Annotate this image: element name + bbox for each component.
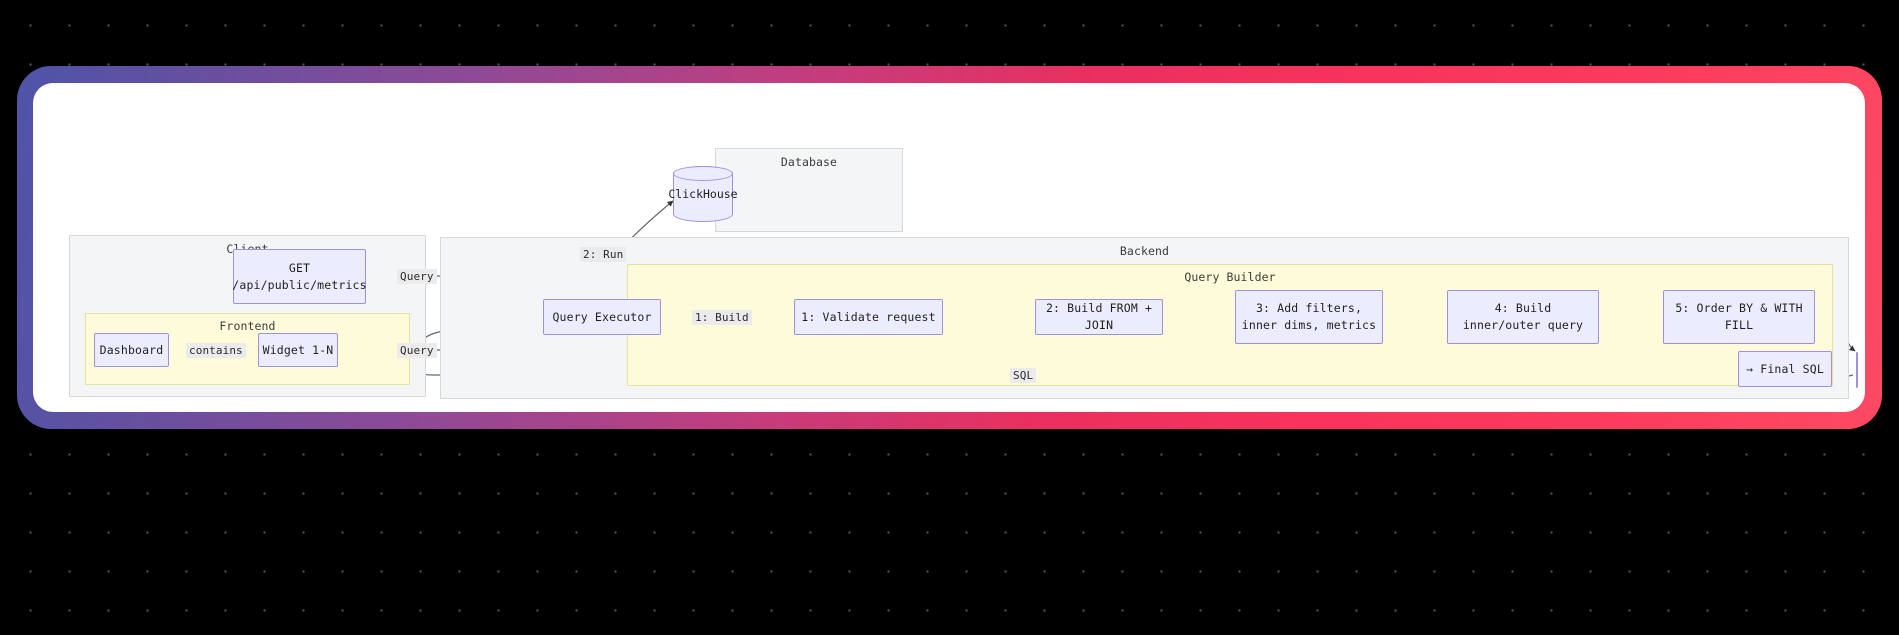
edge-label-query-widget: Query [397,343,437,359]
node-api-endpoint-method: GET [288,260,311,275]
node-query-executor-label: Query Executor [552,309,652,324]
node-final-sql-label: → Final SQL [1746,361,1824,376]
node-dashboard-label: Dashboard [99,342,164,357]
cluster-database: Database [715,148,903,232]
cluster-query-builder-label: Query Builder [1184,270,1276,284]
node-clickhouse[interactable]: ClickHouse [668,166,738,222]
edge-label-contains: contains [186,343,246,359]
node-final-sql[interactable] [1856,352,1858,388]
node-step-5-order-by-with-fill[interactable]: 5: Order BY & WITH FILL [1663,290,1815,344]
node-step-4-line2: inner/outer query [1462,318,1584,332]
node-query-executor[interactable]: Query Executor [543,299,661,335]
node-clickhouse-label: ClickHouse [668,187,738,201]
gradient-frame: Database Client Frontend Backend Query B… [17,66,1882,429]
node-step-2-build-from-join[interactable]: 2: Build FROM + JOIN [1035,299,1163,335]
edge-label-run: 2: Run [580,247,627,263]
cluster-backend-label: Backend [1119,244,1170,258]
node-step-5-line2: FILL [1724,318,1754,332]
node-step-1-label: 1: Validate request [801,309,936,324]
node-step-1-validate-request[interactable]: 1: Validate request [794,299,943,335]
cluster-database-label: Database [780,155,838,169]
edge-label-query-api: Query [397,269,437,285]
node-step-3-add-filters[interactable]: 3: Add filters, inner dims, metrics [1235,290,1383,344]
node-step-3-line1: 3: Add filters, [1255,301,1363,316]
node-widget[interactable]: Widget 1-N [258,333,338,367]
node-step-2-label: 2: Build FROM + JOIN [1045,301,1153,332]
node-widget-label: Widget 1-N [262,342,334,357]
node-api-endpoint[interactable]: GET /api/public/metrics [232,249,367,304]
node-final-sql-box[interactable]: → Final SQL [1738,351,1832,387]
node-step-4-build-inner-outer-query[interactable]: 4: Build inner/outer query [1447,290,1599,344]
edge-label-sql: SQL [1010,368,1037,384]
node-step-3-line2: inner dims, metrics [1241,318,1377,332]
cluster-frontend-label: Frontend [219,319,276,333]
edge-label-build: 1: Build [692,310,752,326]
node-api-endpoint-path: /api/public/metrics [232,277,367,292]
node-step-4-line1: 4: Build [1494,301,1552,316]
node-dashboard[interactable]: Dashboard [94,333,169,367]
node-step-5-line1: 5: Order BY & WITH [1675,301,1803,316]
diagram-canvas: Database Client Frontend Backend Query B… [33,83,1865,412]
